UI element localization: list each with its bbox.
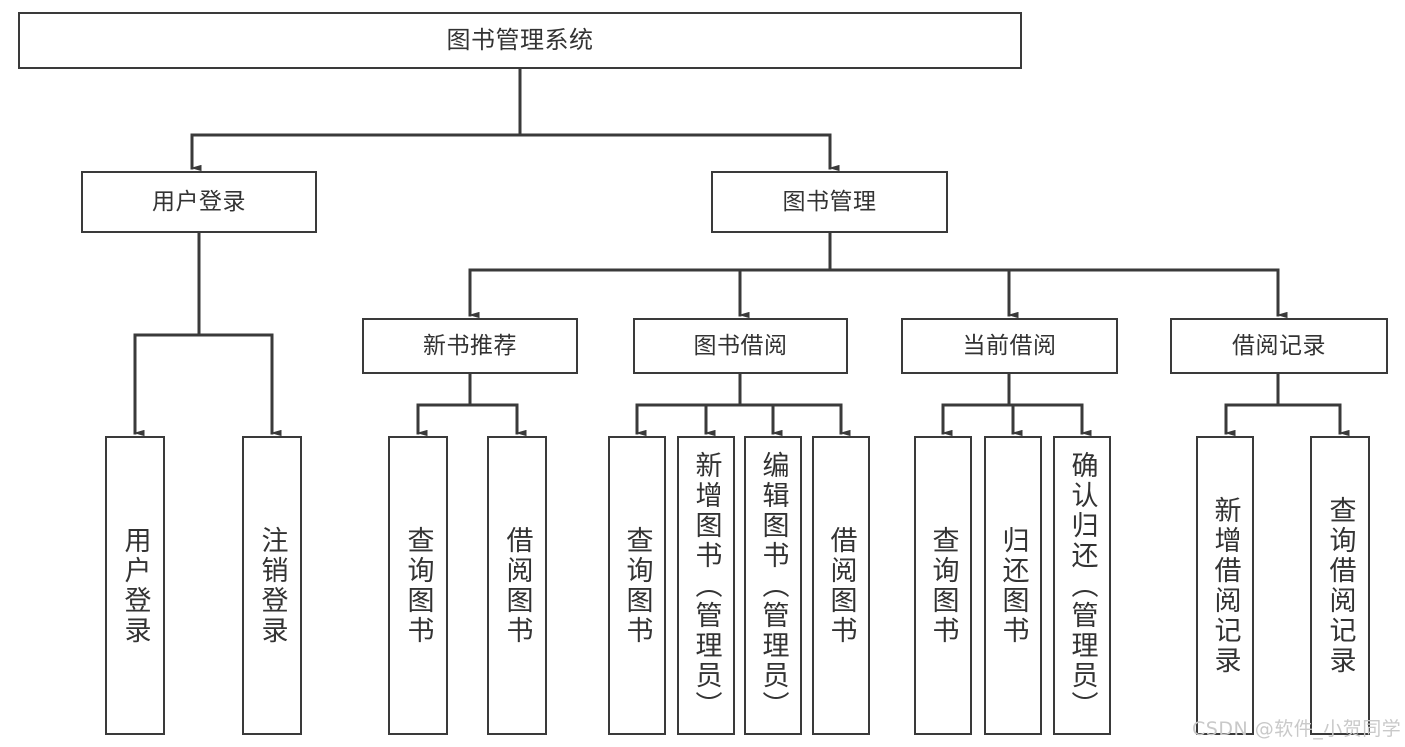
node-book-manage-label: 图书管理	[782, 188, 877, 215]
node-leaf-user-login-label: 用户登录	[119, 525, 151, 646]
node-leaf-add-book-admin-label: 新增图书（管理员）	[690, 450, 722, 721]
node-leaf-borrow-book-label: 借阅图书	[825, 525, 857, 646]
node-user-login[interactable]: 用户登录	[81, 171, 317, 233]
node-current-borrow[interactable]: 当前借阅	[901, 318, 1118, 374]
node-leaf-user-login[interactable]: 用户登录	[105, 436, 165, 735]
node-borrow-record-label: 借阅记录	[1232, 332, 1326, 359]
node-leaf-return-book[interactable]: 归还图书	[984, 436, 1042, 735]
node-user-login-label: 用户登录	[152, 188, 246, 215]
node-leaf-add-book-admin[interactable]: 新增图书（管理员）	[677, 436, 735, 735]
node-leaf-query-book-rec[interactable]: 查询图书	[388, 436, 448, 735]
node-leaf-edit-book-admin[interactable]: 编辑图书（管理员）	[744, 436, 802, 735]
node-new-book-rec[interactable]: 新书推荐	[362, 318, 578, 374]
node-current-borrow-label: 当前借阅	[962, 332, 1057, 359]
node-leaf-query-borrow-record-label: 查询借阅记录	[1324, 495, 1356, 676]
node-leaf-query-book-borrow[interactable]: 查询图书	[608, 436, 666, 735]
node-leaf-return-book-label: 归还图书	[997, 525, 1029, 646]
node-leaf-add-borrow-record-label: 新增借阅记录	[1209, 495, 1241, 676]
node-leaf-query-book-borrow-label: 查询图书	[621, 525, 653, 646]
node-leaf-query-book-current[interactable]: 查询图书	[914, 436, 972, 735]
node-leaf-borrow-book[interactable]: 借阅图书	[812, 436, 870, 735]
node-new-book-rec-label: 新书推荐	[423, 332, 517, 359]
node-leaf-query-book-rec-label: 查询图书	[402, 525, 434, 646]
node-root[interactable]: 图书管理系统	[18, 12, 1022, 69]
node-root-label: 图书管理系统	[446, 25, 594, 54]
node-leaf-query-borrow-record[interactable]: 查询借阅记录	[1310, 436, 1370, 735]
node-borrow-record[interactable]: 借阅记录	[1170, 318, 1388, 374]
node-leaf-borrow-book-rec-label: 借阅图书	[501, 525, 533, 646]
node-leaf-query-book-current-label: 查询图书	[927, 525, 959, 646]
node-leaf-user-logout-label: 注销登录	[256, 525, 288, 646]
node-leaf-edit-book-admin-label: 编辑图书（管理员）	[757, 450, 789, 721]
node-leaf-confirm-return-admin-label: 确认归还（管理员）	[1066, 450, 1098, 721]
node-leaf-user-logout[interactable]: 注销登录	[242, 436, 302, 735]
node-leaf-add-borrow-record[interactable]: 新增借阅记录	[1196, 436, 1254, 735]
node-leaf-borrow-book-rec[interactable]: 借阅图书	[487, 436, 547, 735]
node-leaf-confirm-return-admin[interactable]: 确认归还（管理员）	[1053, 436, 1111, 735]
node-book-borrow[interactable]: 图书借阅	[633, 318, 848, 374]
csdn-watermark: CSDN @软件_小贺同学	[1192, 718, 1402, 740]
node-book-borrow-label: 图书借阅	[693, 332, 788, 359]
node-book-manage[interactable]: 图书管理	[711, 171, 948, 233]
